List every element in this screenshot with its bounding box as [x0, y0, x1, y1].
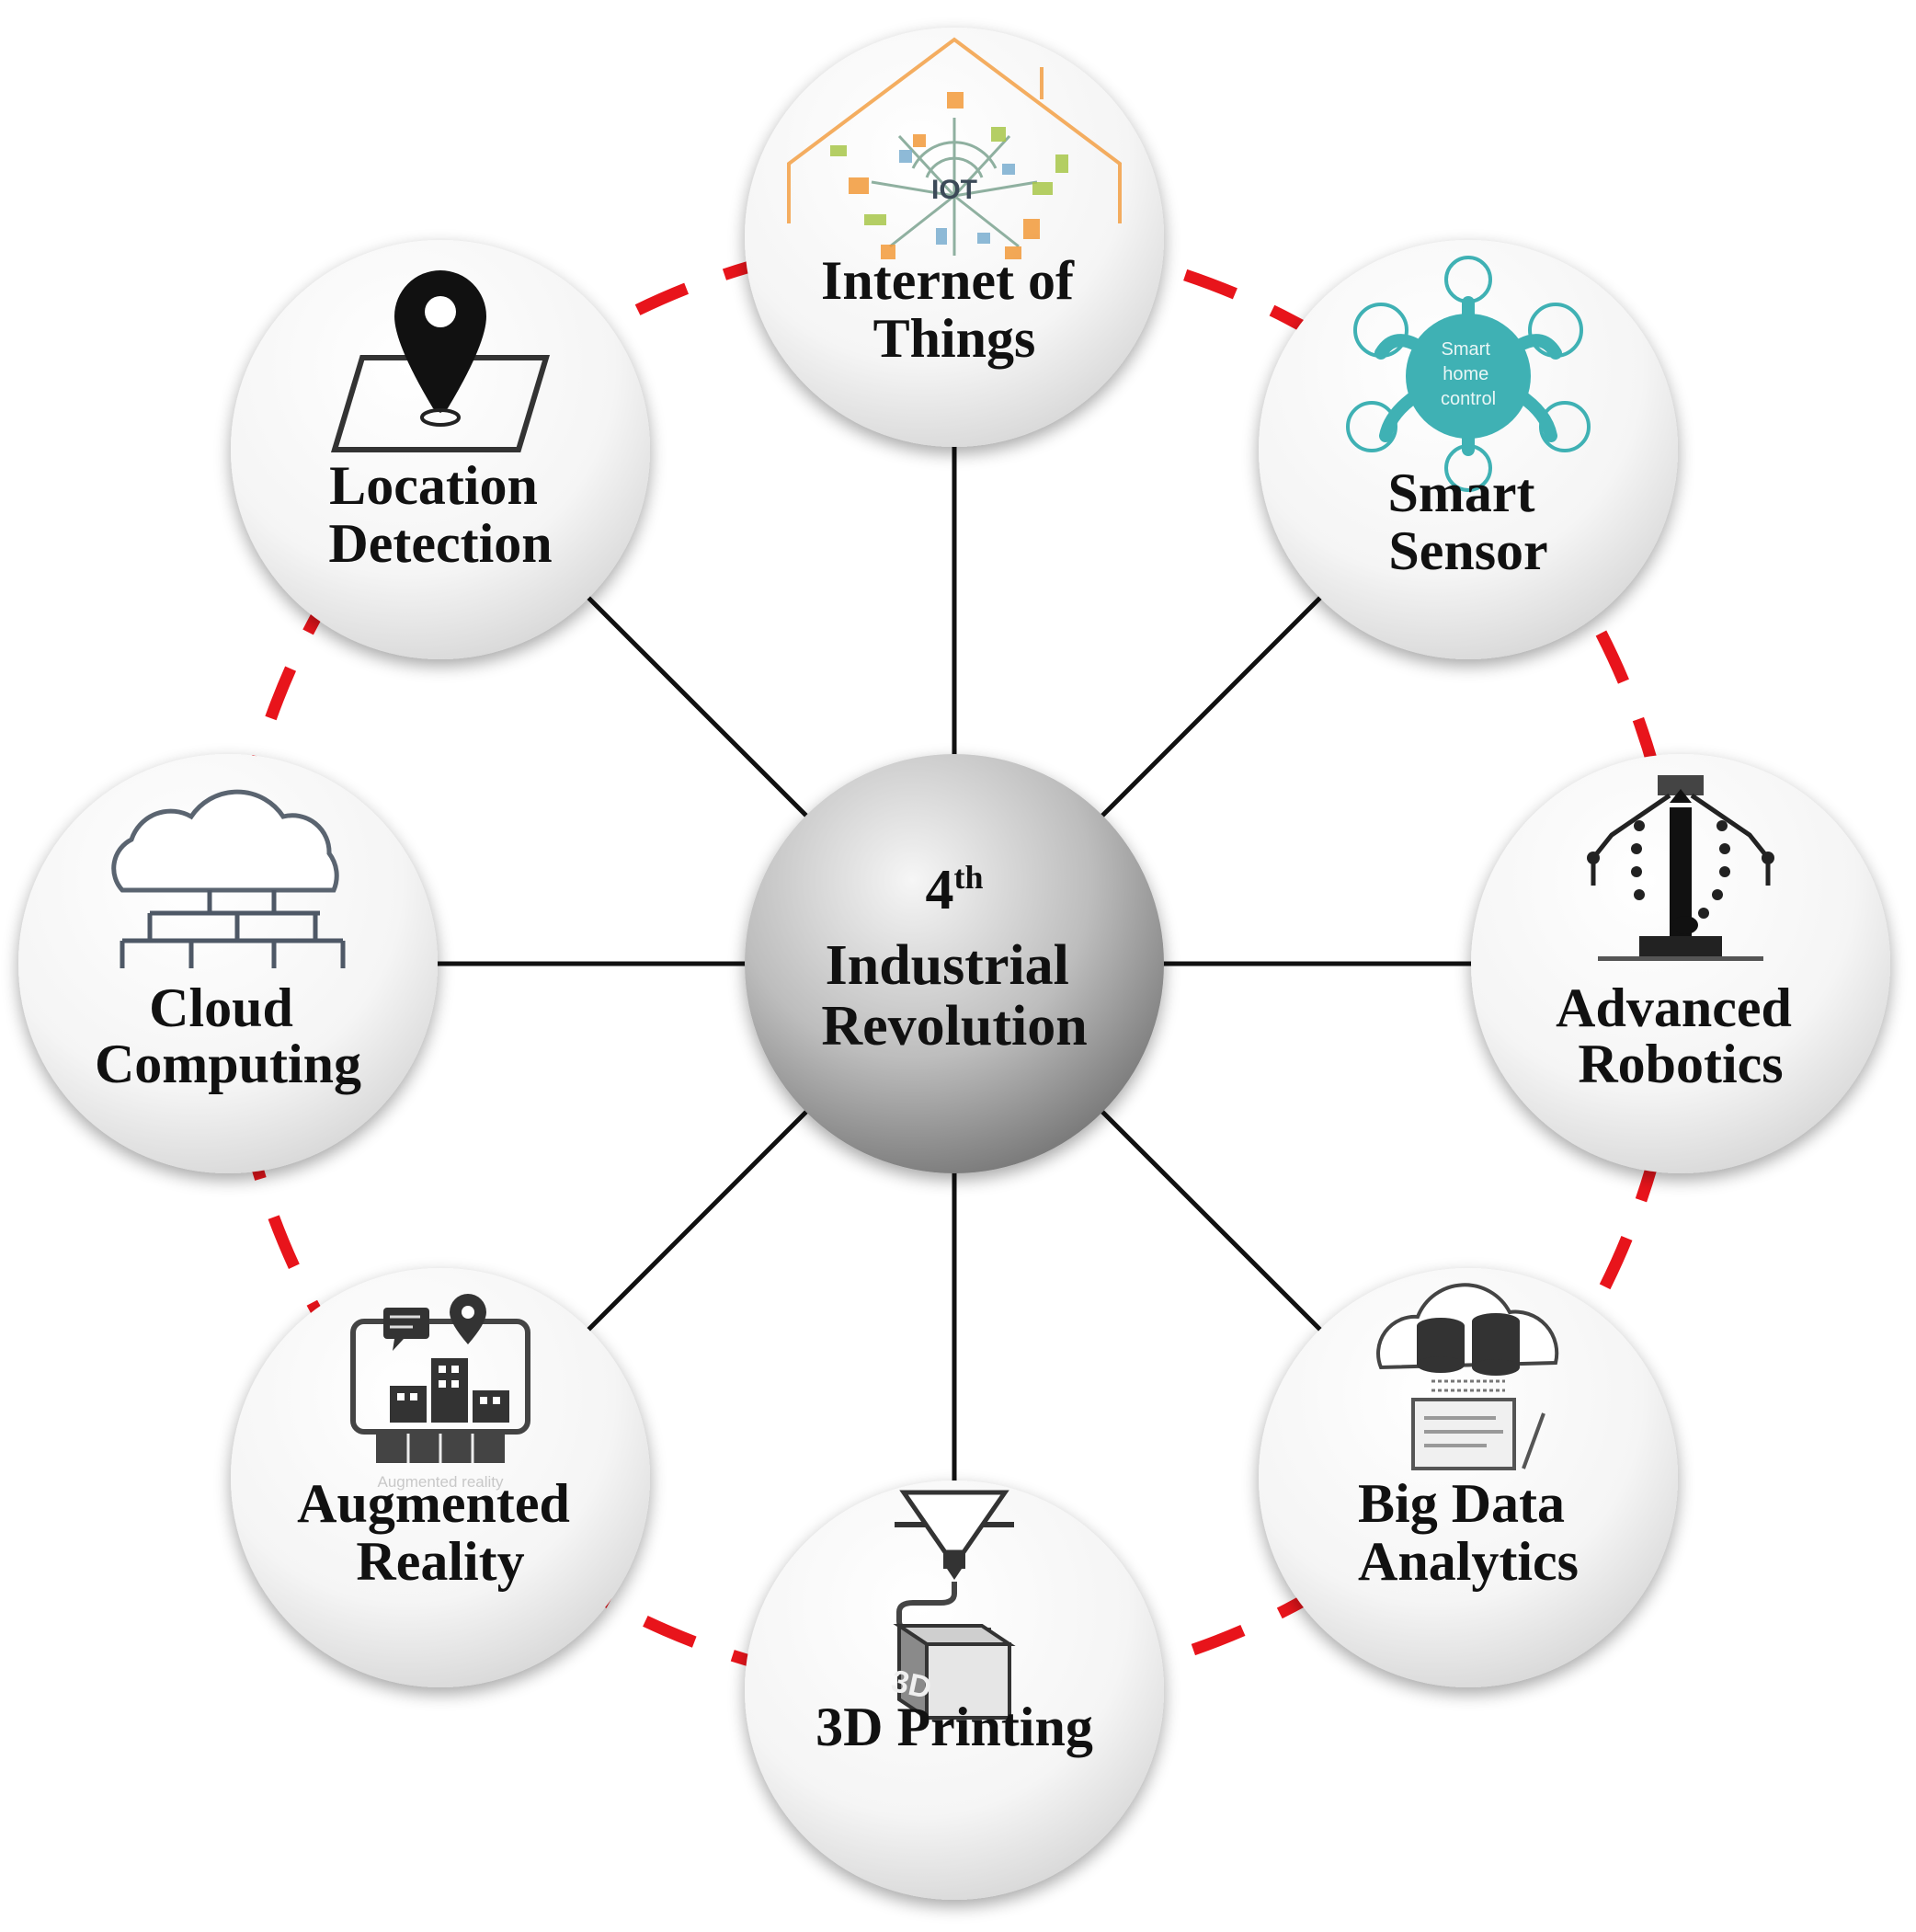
- node-label: 3D Printing: [815, 1697, 1093, 1757]
- node-circle: [231, 1268, 650, 1687]
- cloud-database-icon: [1376, 1283, 1559, 1470]
- node-label: Advanced Robotics: [1556, 977, 1806, 1094]
- label-line: Robotics: [1578, 1034, 1783, 1094]
- iot-icon-text: IOT: [931, 175, 977, 205]
- node-circle: [1471, 754, 1890, 1173]
- label-line: Detection: [328, 513, 552, 574]
- node-label: Location Detection: [328, 455, 552, 574]
- label-line: Analytics: [1358, 1531, 1579, 1592]
- center-node: 4th Industrial Revolution: [745, 754, 1164, 1173]
- node-label: Big Data Analytics: [1358, 1473, 1579, 1592]
- center-title: Industrial Revolution: [821, 934, 1087, 1057]
- node-iot: IOT Internet of Things: [745, 28, 1164, 447]
- label-line: Computing: [95, 1034, 361, 1094]
- label-line: Advanced: [1556, 977, 1792, 1038]
- node-location-detection: Location Detection: [231, 240, 650, 659]
- node-3d-printing: 3D 3D Printing: [745, 1480, 1164, 1900]
- node-smart-sensor: Smart home control Smart Sensor: [1259, 240, 1678, 659]
- iot-house-icon: IOT: [787, 37, 1122, 259]
- center-title-line: Revolution: [821, 995, 1087, 1057]
- 3d-printer-icon: 3D: [888, 1490, 1016, 1721]
- label-line: Augmented: [297, 1473, 570, 1534]
- cloud-network-icon: [111, 789, 346, 968]
- node-circle: [1259, 1268, 1678, 1687]
- smart-home-control-icon: Smart home control: [1346, 256, 1591, 492]
- center-ordinal: 4th: [925, 859, 983, 921]
- node-label: Internet of Things: [821, 250, 1088, 369]
- augmented-reality-tablet-icon: Augmented reality: [350, 1294, 530, 1491]
- label-line: Sensor: [1388, 520, 1547, 581]
- node-label: Augmented Reality: [297, 1473, 584, 1592]
- map-pin-icon: [330, 270, 551, 452]
- 3d-icon-text: 3D: [888, 1663, 934, 1706]
- label-line: Reality: [356, 1531, 524, 1592]
- node-cloud-computing: Cloud Computing: [18, 754, 438, 1173]
- sensor-icon-text: Smart home control: [1441, 339, 1496, 409]
- label-line: Location: [329, 455, 538, 516]
- ar-icon-text: Augmented reality: [377, 1473, 504, 1491]
- node-advanced-robotics: Advanced Robotics: [1471, 754, 1890, 1173]
- node-augmented-reality: Augmented reality Augmented Reality: [231, 1268, 650, 1687]
- center-ordinal-suffix: th: [953, 859, 983, 896]
- center-title-line: Industrial: [826, 934, 1069, 997]
- label-line: Things: [873, 308, 1036, 369]
- node-big-data-analytics: Big Data Analytics: [1259, 1268, 1678, 1687]
- center-ordinal-number: 4: [925, 859, 953, 921]
- label-line: 3D Printing: [815, 1697, 1093, 1757]
- robot-arm-icon: [1587, 775, 1774, 961]
- label-line: Internet of: [821, 250, 1075, 311]
- node-label: Cloud Computing: [95, 977, 361, 1094]
- label-line: Smart: [1388, 463, 1535, 523]
- node-label: Smart Sensor: [1388, 463, 1549, 581]
- label-line: Cloud: [149, 977, 293, 1038]
- label-line: Big Data: [1358, 1473, 1565, 1534]
- center-circle: [745, 754, 1164, 1173]
